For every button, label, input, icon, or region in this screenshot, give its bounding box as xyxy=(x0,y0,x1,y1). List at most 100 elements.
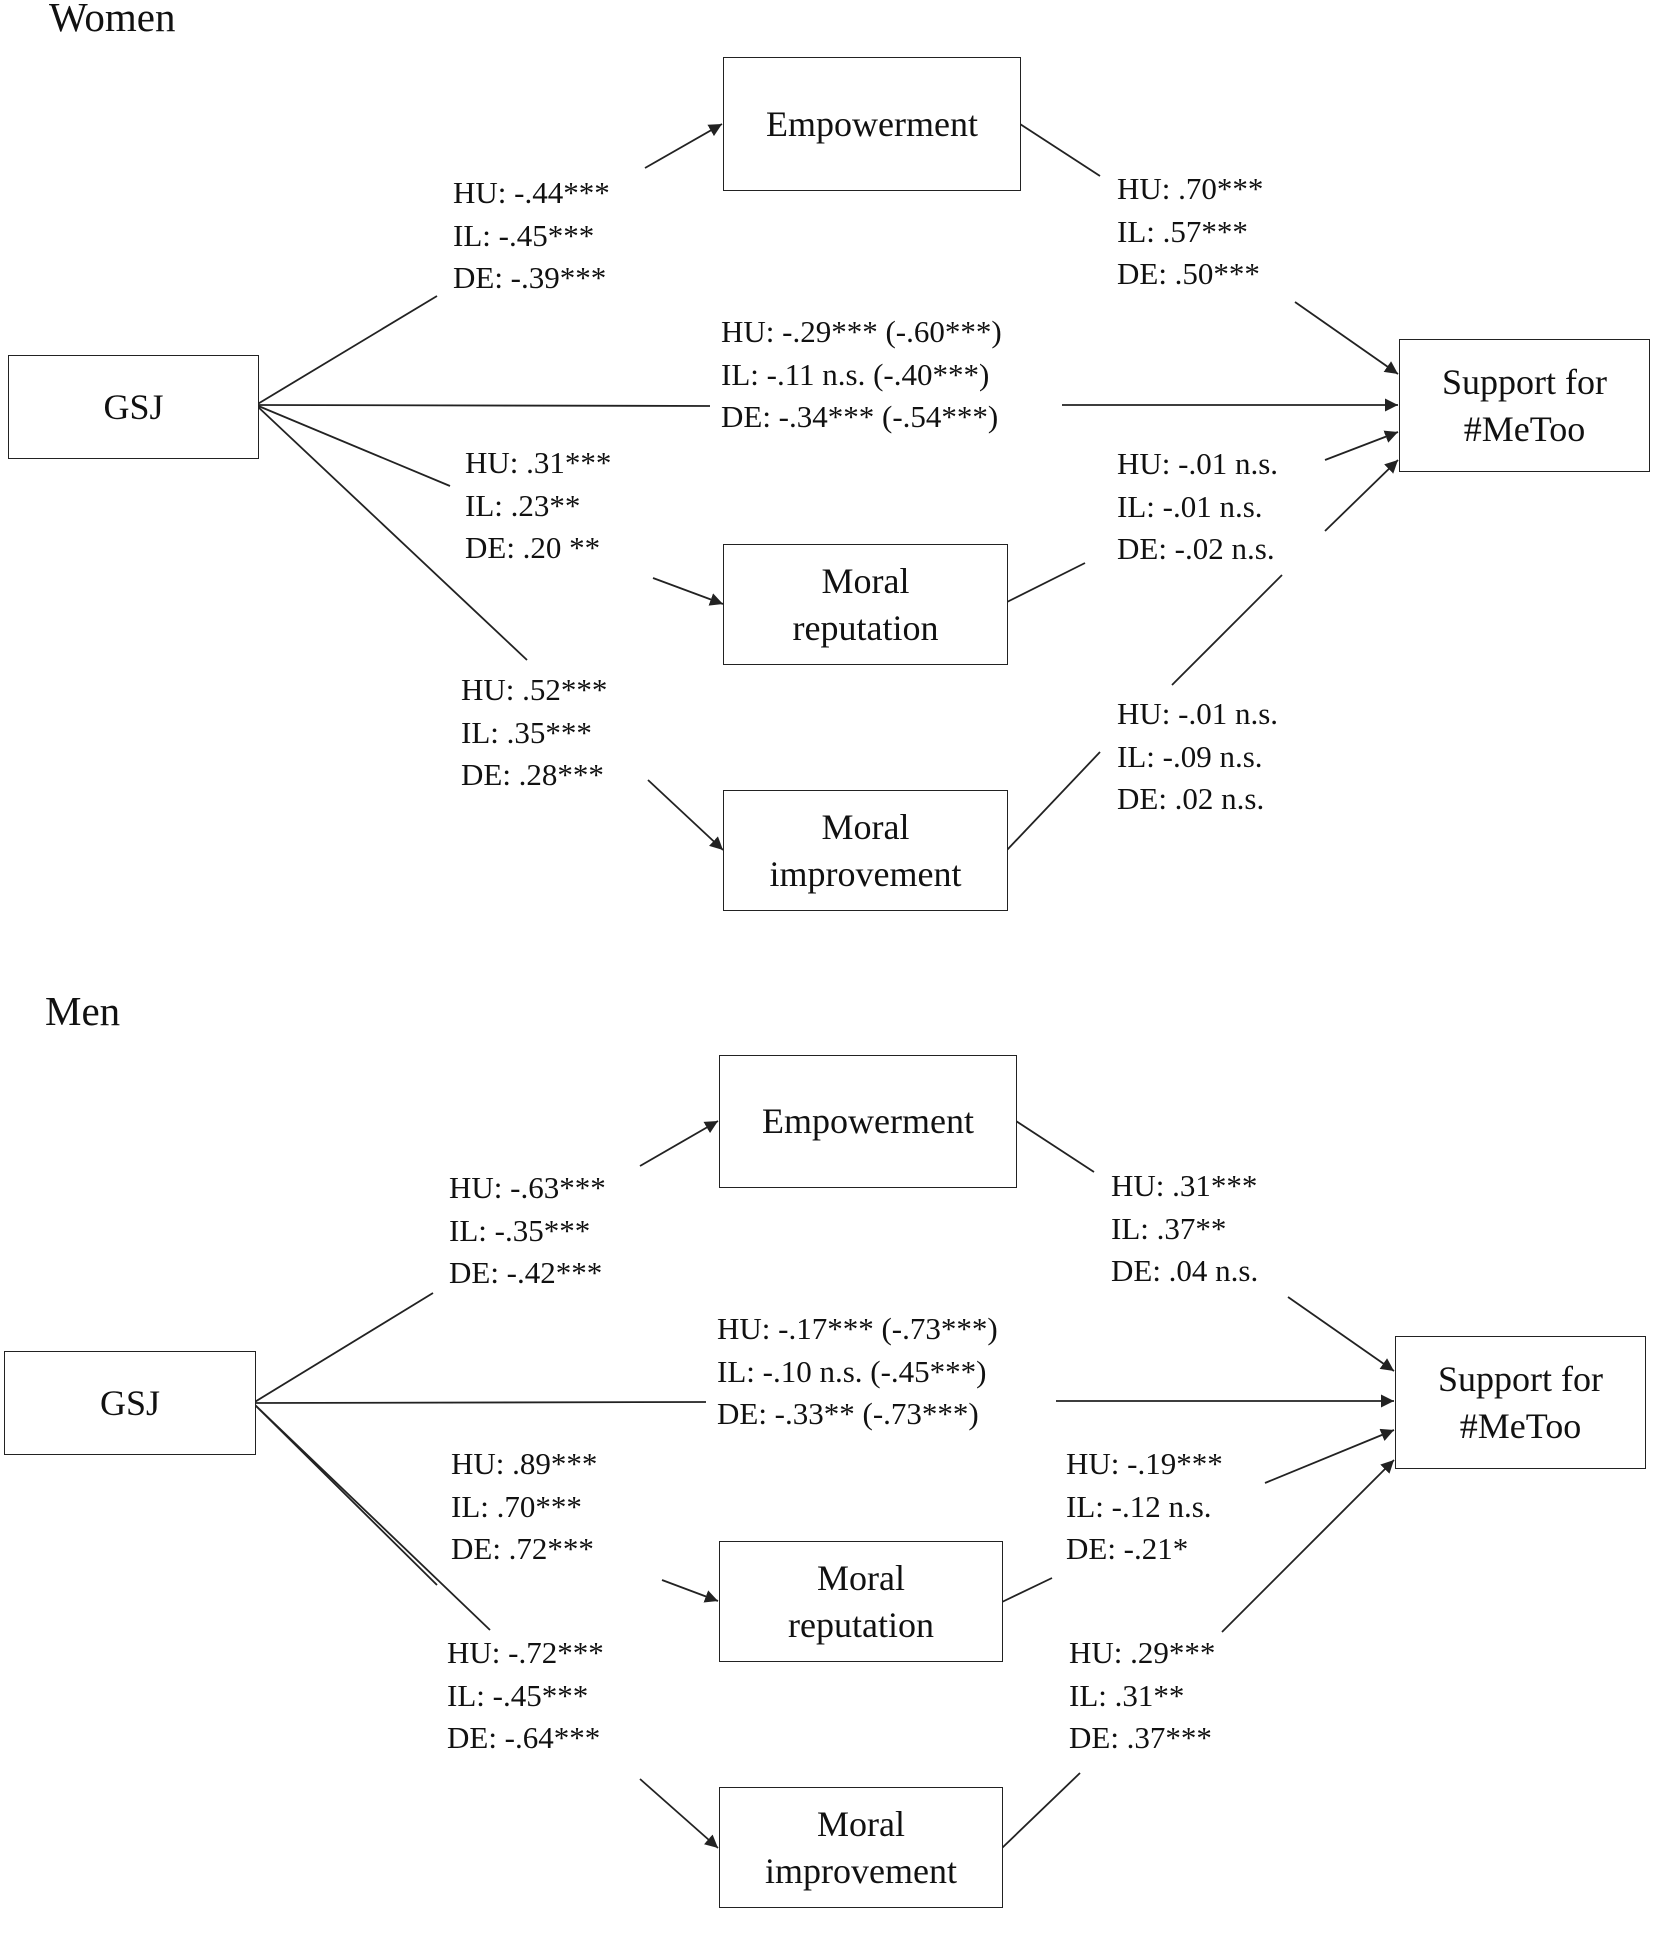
moral-reputation-node-label-line2: reputation xyxy=(792,607,939,648)
coef-hu: HU: -.19*** xyxy=(1066,1446,1223,1481)
coef-il: IL: .70*** xyxy=(451,1488,582,1524)
coef-de: DE: .04 n.s. xyxy=(1111,1253,1259,1288)
path-line-gsj-empowerment-seg1 xyxy=(252,1292,434,1404)
moral-reputation-node-label-line1: Moral xyxy=(821,560,910,601)
path-line-gsj-support-seg1 xyxy=(255,404,711,407)
coef-il: IL: .31** xyxy=(1069,1677,1185,1713)
path-line-gsj-moral-improvement-seg2 xyxy=(647,779,724,851)
coef-de: DE: -.33** (-.73***) xyxy=(717,1396,979,1431)
coef-hu: HU: .89*** xyxy=(451,1446,598,1481)
moral-improvement-node-label-line2: improvement xyxy=(765,1850,957,1891)
path-label-moral-improvement-support: HU: .29*** IL: .31** DE: .37*** xyxy=(1069,1632,1215,1760)
path-line-moral-improvement-support-seg1 xyxy=(1006,751,1101,851)
coef-de: DE: .37*** xyxy=(1069,1720,1212,1755)
coef-de: DE: .28*** xyxy=(461,757,604,792)
coef-il: IL: -.35*** xyxy=(449,1212,591,1248)
support-metoo-node-label-line2: #MeToo xyxy=(1463,408,1586,449)
path-line-moral-improvement-support-seg3 xyxy=(1324,459,1399,532)
path-label-empowerment-support: HU: .70*** IL: .57*** DE: .50*** xyxy=(1117,168,1263,296)
coef-il: IL: -.01 n.s. xyxy=(1117,488,1263,524)
path-label-gsj-moral-improvement: HU: .52*** IL: .35*** DE: .28*** xyxy=(461,669,607,797)
support-metoo-node: Support for #MeToo xyxy=(1399,339,1650,472)
support-metoo-node-label-line2: #MeToo xyxy=(1459,1405,1582,1446)
coef-il: IL: .57*** xyxy=(1117,213,1248,249)
empowerment-node: Empowerment xyxy=(719,1055,1017,1188)
path-line-gsj-support-seg1 xyxy=(252,1401,707,1404)
coef-hu: HU: -.01 n.s. xyxy=(1117,446,1279,481)
path-line-empowerment-support-seg2 xyxy=(1287,1296,1395,1372)
path-label-moral-reputation-support: HU: -.01 n.s. IL: -.01 n.s. DE: -.02 n.s… xyxy=(1117,443,1278,571)
coef-hu: HU: -.17*** (-.73***) xyxy=(717,1311,998,1346)
path-line-moral-improvement-support-seg1 xyxy=(1001,1772,1081,1849)
coef-de: DE: -.02 n.s. xyxy=(1117,531,1275,566)
women-panel: Women GSJ Empowerment Moral reputation M… xyxy=(0,0,1653,956)
path-line-gsj-moral-reputation-seg1 xyxy=(255,404,451,487)
coef-de: DE: -.34*** (-.54***) xyxy=(721,399,999,434)
coef-de: DE: .50*** xyxy=(1117,256,1260,291)
path-label-gsj-moral-reputation: HU: .31*** IL: .23** DE: .20 ** xyxy=(465,442,611,570)
coef-de: DE: .72*** xyxy=(451,1531,594,1566)
women-path-lines xyxy=(255,123,1399,851)
support-metoo-node-label-line1: Support for xyxy=(1438,1358,1603,1399)
coef-hu: HU: .29*** xyxy=(1069,1635,1216,1670)
moral-improvement-node-label-line1: Moral xyxy=(817,1803,905,1844)
coef-il: IL: .23** xyxy=(465,487,581,523)
path-label-gsj-support: HU: -.17*** (-.73***) IL: -.10 n.s. (-.4… xyxy=(717,1308,998,1436)
gsj-node-label: GSJ xyxy=(99,1382,161,1423)
coef-hu: HU: .31*** xyxy=(1111,1168,1258,1203)
path-line-moral-reputation-support-seg2 xyxy=(1264,1428,1395,1484)
coef-il: IL: -.45*** xyxy=(447,1677,589,1713)
coef-hu: HU: .52*** xyxy=(461,672,608,707)
coef-hu: HU: -.01 n.s. xyxy=(1117,696,1279,731)
path-line-gsj-moral-reputation-seg2 xyxy=(652,577,724,606)
path-label-gsj-support: HU: -.29*** (-.60***) IL: -.11 n.s. (-.4… xyxy=(721,311,1002,439)
path-line-gsj-moral-improvement-seg2 xyxy=(639,1778,719,1849)
path-line-moral-reputation-support-seg1 xyxy=(1006,562,1086,603)
moral-improvement-node-label-line2: improvement xyxy=(769,853,962,894)
empowerment-node: Empowerment xyxy=(723,57,1021,191)
coef-il: IL: .35*** xyxy=(461,714,592,750)
path-line-gsj-moral-improvement-seg1 xyxy=(252,1402,491,1631)
coef-hu: HU: -.72*** xyxy=(447,1635,604,1670)
coef-il: IL: -.09 n.s. xyxy=(1117,738,1263,774)
moral-improvement-node: Moral improvement xyxy=(719,1787,1003,1908)
moral-reputation-node: Moral reputation xyxy=(719,1541,1003,1662)
coef-il: IL: .37** xyxy=(1111,1210,1227,1246)
moral-reputation-node-label-line1: Moral xyxy=(817,1557,905,1598)
moral-reputation-node-label-line2: reputation xyxy=(788,1604,934,1645)
coef-de: DE: -.21* xyxy=(1066,1531,1189,1566)
path-line-moral-improvement-support-seg2 xyxy=(1221,1459,1395,1633)
path-line-gsj-empowerment-seg2 xyxy=(639,1120,719,1167)
coef-de: DE: -.42*** xyxy=(449,1255,603,1290)
gsj-node: GSJ xyxy=(4,1351,256,1455)
support-metoo-node: Support for #MeToo xyxy=(1395,1336,1646,1469)
path-line-moral-reputation-support-seg1 xyxy=(1001,1577,1053,1603)
coef-il: IL: -.11 n.s. (-.40***) xyxy=(721,356,990,392)
path-label-empowerment-support: HU: .31*** IL: .37** DE: .04 n.s. xyxy=(1111,1165,1258,1293)
path-line-moral-improvement-support-seg2 xyxy=(1171,574,1283,686)
empowerment-node-label: Empowerment xyxy=(762,1101,974,1141)
path-line-gsj-empowerment-seg2 xyxy=(644,123,723,169)
panel-title: Women xyxy=(49,0,176,40)
gsj-node-label: GSJ xyxy=(103,386,164,427)
moral-improvement-node: Moral improvement xyxy=(723,790,1008,911)
coef-hu: HU: .70*** xyxy=(1117,171,1264,206)
coef-hu: HU: -.29*** (-.60***) xyxy=(721,314,1002,349)
coef-il: IL: -.45*** xyxy=(453,217,595,253)
coef-de: DE: .20 ** xyxy=(465,530,601,565)
path-label-moral-improvement-support: HU: -.01 n.s. IL: -.09 n.s. DE: .02 n.s. xyxy=(1117,693,1278,821)
coef-il: IL: -.12 n.s. xyxy=(1066,1488,1212,1524)
moral-improvement-node-label-line1: Moral xyxy=(821,806,910,847)
path-line-moral-reputation-support-seg2 xyxy=(1324,430,1399,461)
coef-hu: HU: -.63*** xyxy=(449,1170,606,1205)
gsj-node: GSJ xyxy=(8,355,259,459)
coef-hu: HU: -.44*** xyxy=(453,175,610,210)
moral-reputation-node: Moral reputation xyxy=(723,544,1008,665)
path-line-empowerment-support-seg1 xyxy=(1015,1120,1095,1173)
path-label-gsj-moral-reputation: HU: .89*** IL: .70*** DE: .72*** xyxy=(451,1443,597,1571)
men-path-lines xyxy=(252,1120,1395,1849)
path-label-gsj-empowerment: HU: -.63*** IL: -.35*** DE: -.42*** xyxy=(449,1167,606,1295)
path-line-gsj-moral-improvement-seg1 xyxy=(255,404,528,661)
path-line-gsj-moral-reputation-seg2 xyxy=(661,1579,719,1603)
path-line-gsj-empowerment-seg1 xyxy=(255,295,438,406)
